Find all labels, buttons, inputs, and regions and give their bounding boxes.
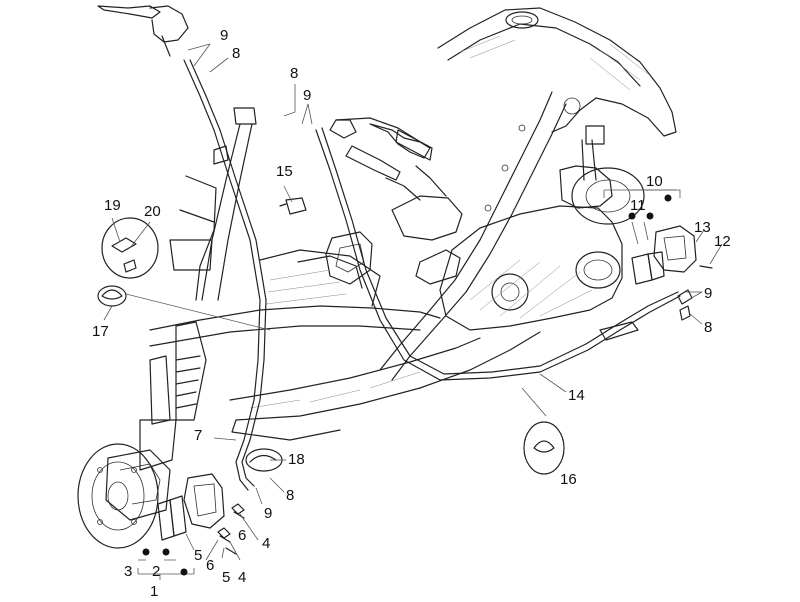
callout-9: 9 (704, 285, 712, 302)
callout-2: 2 (152, 563, 160, 580)
callout-15: 15 (276, 163, 293, 180)
inset-clip-17 (97, 285, 127, 307)
callout-9: 9 (264, 505, 272, 522)
group-markers (142, 194, 672, 576)
callout-labels: 9 8 8 9 15 19 20 17 7 18 8 9 4 6 5 6 5 4… (92, 27, 731, 600)
callout-3: 3 (124, 563, 132, 580)
callout-19: 19 (104, 197, 121, 214)
callout-8: 8 (290, 65, 298, 82)
inset-parts-19-20 (101, 217, 159, 279)
callout-6: 6 (238, 527, 246, 544)
callout-20: 20 (144, 203, 161, 220)
callout-17: 17 (92, 323, 109, 340)
leader-lines (103, 43, 723, 580)
brake-lines (183, 59, 681, 491)
callout-9: 9 (303, 87, 311, 104)
callout-10: 10 (646, 173, 663, 190)
callout-8: 8 (286, 487, 294, 504)
callout-18: 18 (288, 451, 305, 468)
callout-13: 13 (694, 219, 711, 236)
callout-1: 1 (150, 583, 158, 600)
callout-4: 4 (262, 535, 270, 552)
callout-4: 4 (238, 569, 246, 586)
callout-9: 9 (220, 27, 228, 44)
scooter-frame-drawing (77, 5, 713, 555)
callout-5: 5 (222, 569, 230, 586)
callout-11: 11 (630, 197, 646, 214)
clip-15 (279, 197, 307, 215)
callout-5: 5 (194, 547, 202, 564)
callout-7: 7 (194, 427, 202, 444)
inset-clip-16 (523, 421, 565, 475)
callout-14: 14 (568, 387, 585, 404)
callout-16: 16 (560, 471, 577, 488)
callout-6: 6 (206, 557, 214, 574)
callout-8: 8 (704, 319, 712, 336)
callout-8: 8 (232, 45, 240, 62)
callout-12: 12 (714, 233, 731, 250)
